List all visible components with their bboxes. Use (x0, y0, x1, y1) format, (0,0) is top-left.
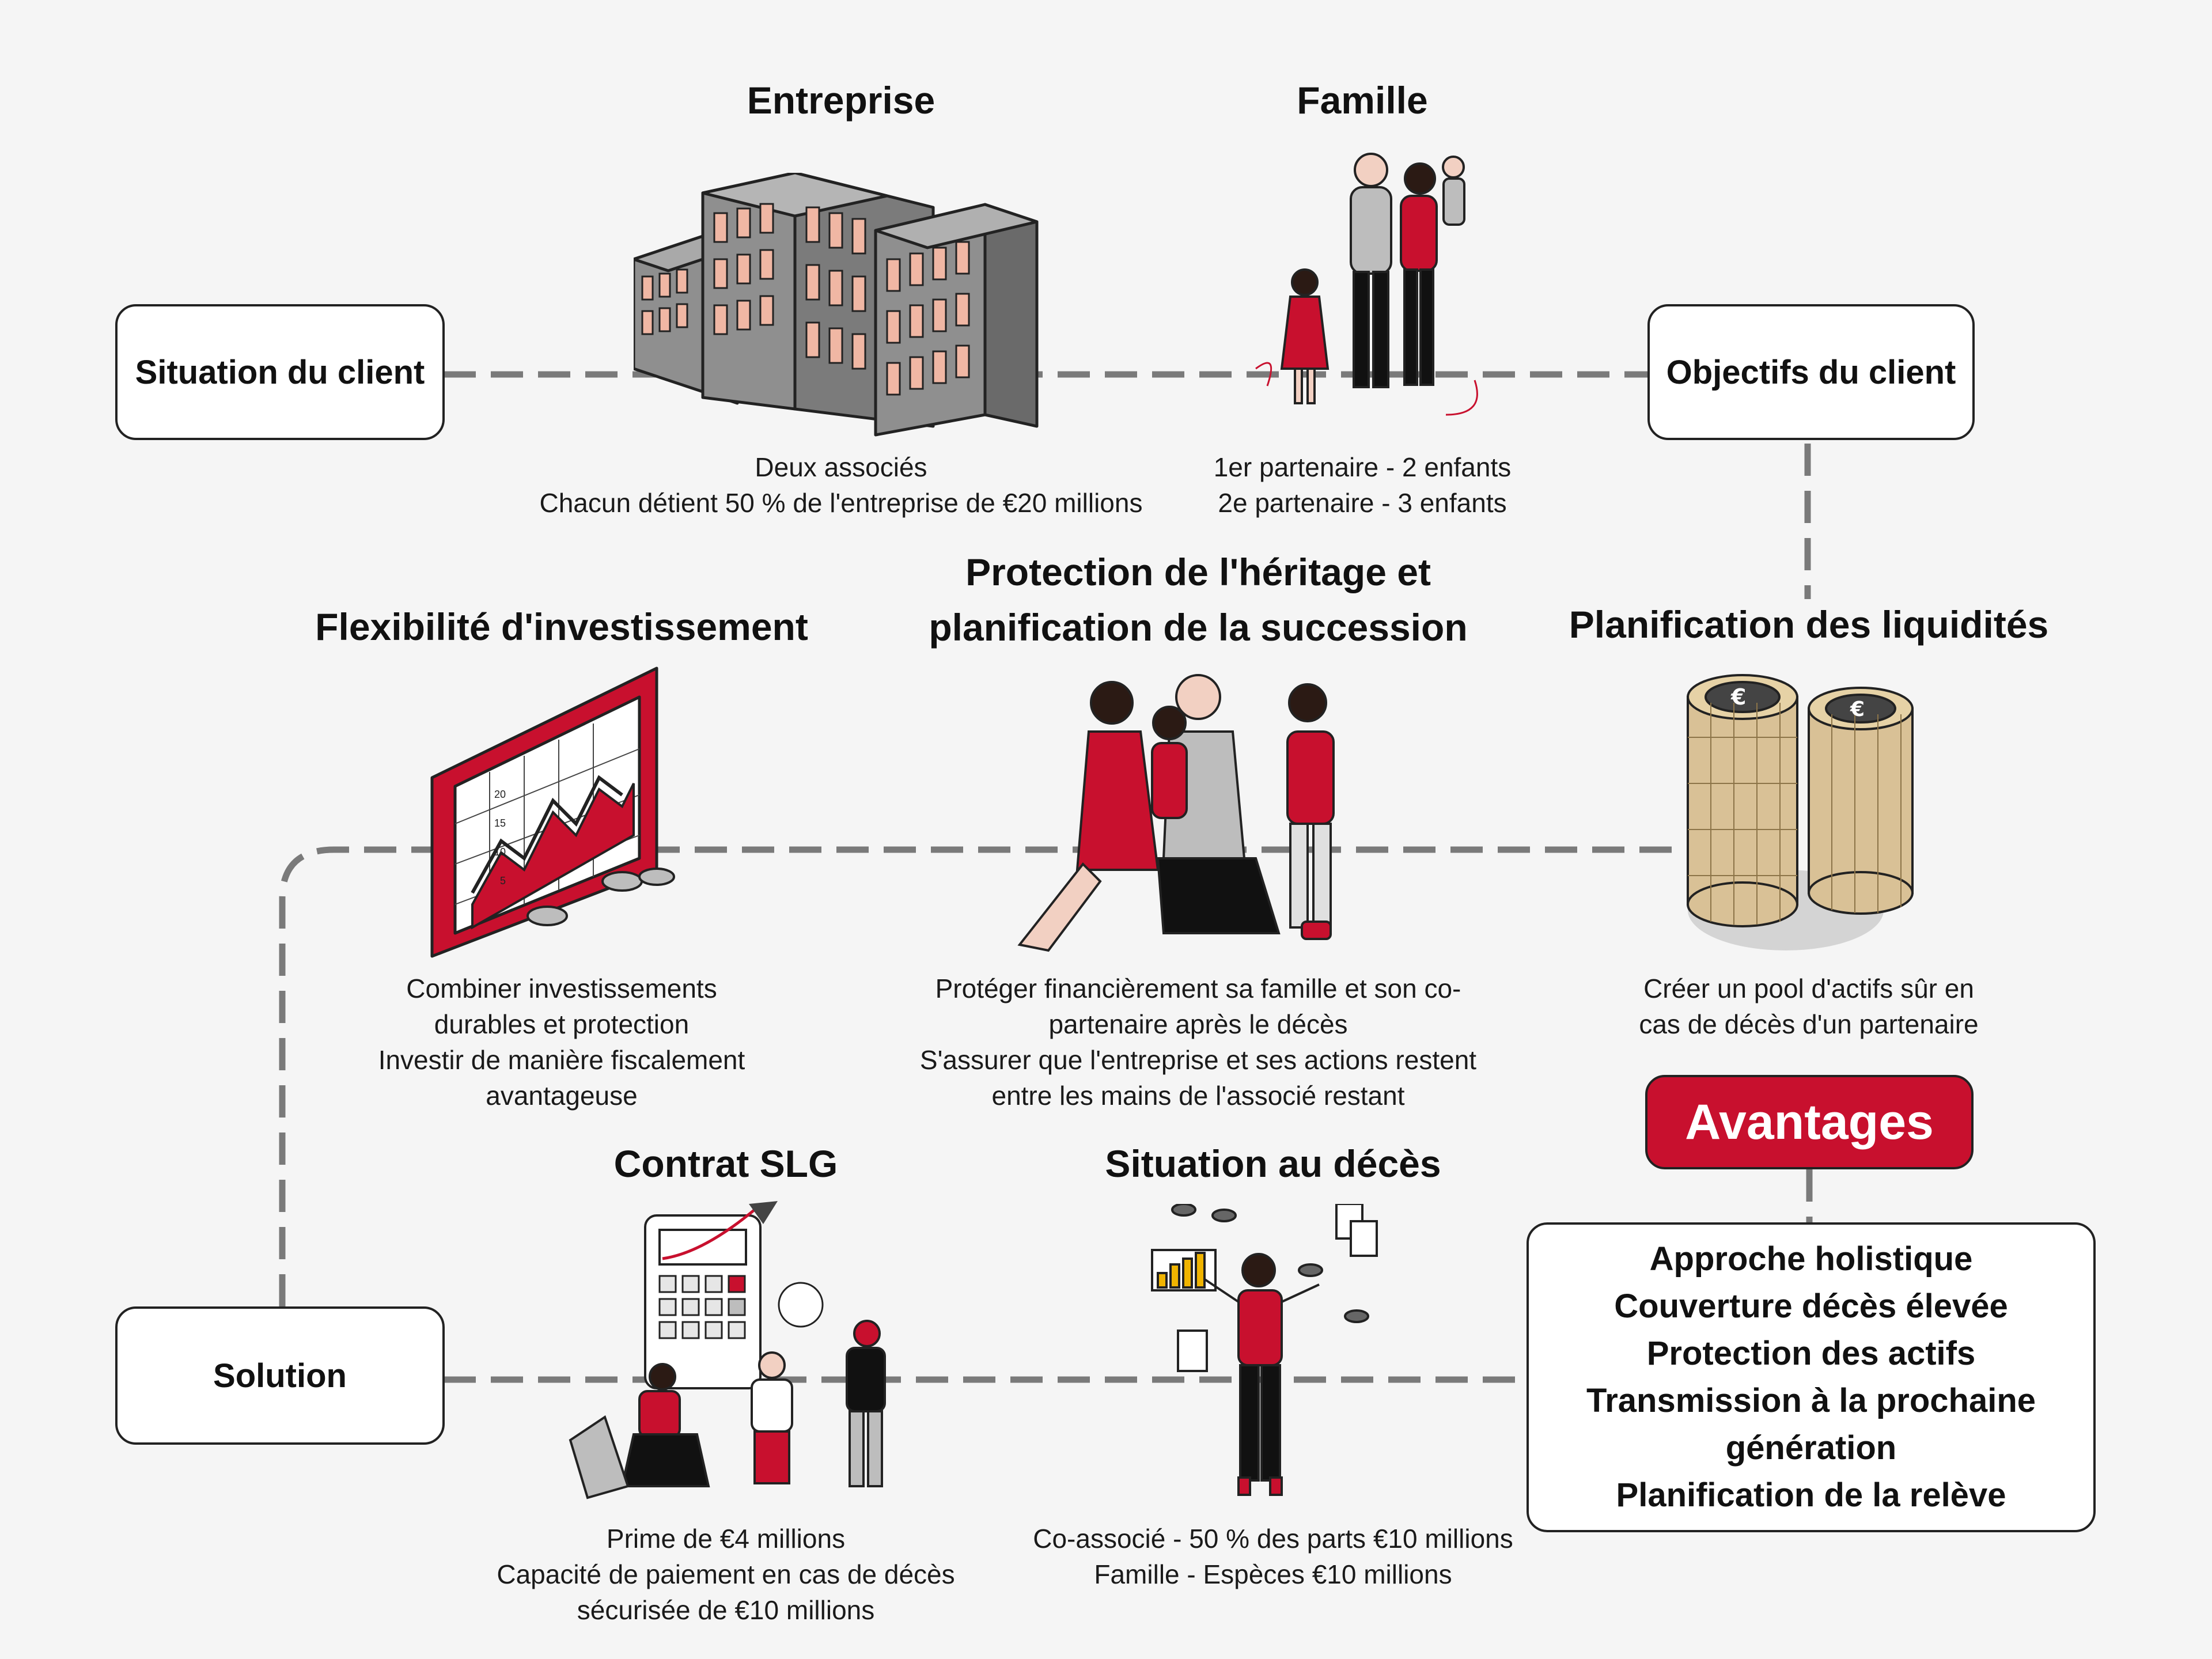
chart-tick-5: 5 (500, 875, 506, 887)
protection-caption: Protéger financièrement sa famille et so… (864, 971, 1532, 1113)
contrat-line-2: Capacité de paiement en cas de décès (497, 1559, 955, 1589)
svg-text:€: € (1850, 698, 1865, 721)
chart-tick-15: 15 (494, 817, 506, 829)
flexibilite-caption: Combiner investissements durables et pro… (323, 971, 801, 1113)
avantage-item-3: Protection des actifs (1646, 1335, 1976, 1372)
deces-caption: Co-associé - 50 % des parts €10 millions… (1002, 1521, 1544, 1592)
office-building-icon (634, 173, 1039, 437)
team-calculator-icon (569, 1201, 886, 1499)
avantage-item-1: Approche holistique (1649, 1240, 1973, 1278)
contrat-title: Contrat SLG (613, 1142, 838, 1185)
juggling-businessman-icon (1151, 1204, 1378, 1496)
famille-title: Famille (1297, 79, 1428, 122)
famille-line-1: 1er partenaire - 2 enfants (1213, 452, 1512, 482)
avantage-item-4: Transmission à la prochaine (1586, 1382, 2036, 1419)
deces-line-1: Co-associé - 50 % des parts €10 millions (1033, 1524, 1513, 1554)
protection-line-3: S'assurer que l'entreprise et ses action… (919, 1045, 1477, 1075)
deces-line-2: Famille - Espèces €10 millions (1094, 1559, 1452, 1589)
entreprise-title: Entreprise (747, 79, 935, 122)
avantage-item-2: Couverture décès élevée (1614, 1287, 2008, 1325)
chart-tick-10: 10 (494, 846, 506, 858)
avantage-item-6: Planification de la relève (1616, 1476, 2006, 1514)
liquidites-title: Planification des liquidités (1569, 603, 2049, 646)
svg-text:€: € (1730, 684, 1746, 710)
famille-caption: 1er partenaire - 2 enfants 2e partenaire… (1175, 449, 1550, 521)
objectifs-client-label: Objectifs du client (1666, 353, 1956, 391)
solution-label: Solution (213, 1357, 347, 1395)
entreprise-line-1: Deux associés (755, 452, 927, 482)
liquidites-caption: Créer un pool d'actifs sûr en cas de déc… (1601, 971, 2016, 1042)
solution-node: Solution (115, 1306, 445, 1445)
protection-line-4: entre les mains de l'associé restant (991, 1081, 1405, 1111)
avantages-title: Avantages (1645, 1075, 1974, 1169)
entreprise-caption: Deux associés Chacun détient 50 % de l'e… (495, 449, 1187, 521)
family-icon (1255, 153, 1478, 416)
flexibilite-line-3: Investir de manière fiscalement (378, 1045, 745, 1075)
protection-title-line-1: Protection de l'héritage et (965, 551, 1431, 593)
flexibilite-line-4: avantageuse (486, 1081, 638, 1111)
protection-title: Protection de l'héritage et planificatio… (864, 544, 1532, 655)
protection-line-1: Protéger financièrement sa famille et so… (935, 974, 1461, 1003)
flexibilite-line-2: durables et protection (434, 1009, 690, 1039)
avantages-title-label: Avantages (1685, 1094, 1934, 1150)
family-hug-icon (1017, 674, 1335, 952)
contrat-caption: Prime de €4 millions Capacité de paiemen… (472, 1521, 979, 1628)
situation-client-label: Situation du client (135, 353, 425, 391)
euro-coins-icon: € € (1687, 674, 1914, 950)
liquidites-line-1: Créer un pool d'actifs sûr en (1643, 974, 1974, 1003)
chart-tick-20: 20 (494, 789, 506, 800)
entreprise-line-2: Chacun détient 50 % de l'entreprise de €… (539, 488, 1143, 518)
deces-title: Situation au décès (1105, 1142, 1441, 1185)
connector-middle (279, 846, 1688, 1306)
protection-title-line-2: planification de la succession (929, 606, 1468, 649)
protection-line-2: partenaire après le décès (1048, 1009, 1348, 1039)
contrat-line-3: sécurisée de €10 millions (577, 1595, 875, 1625)
objectifs-client-node: Objectifs du client (1647, 304, 1975, 440)
situation-client-node: Situation du client (115, 304, 445, 440)
flexibilite-title: Flexibilité d'investissement (315, 605, 808, 648)
flexibilite-line-1: Combiner investissements (406, 974, 717, 1003)
famille-line-2: 2e partenaire - 3 enfants (1218, 488, 1507, 518)
avantage-item-5: génération (1725, 1429, 1897, 1467)
liquidites-line-2: cas de décès d'un partenaire (1639, 1009, 1979, 1039)
avantages-list: Approche holistique Couverture décès éle… (1527, 1222, 2096, 1532)
contrat-line-1: Prime de €4 millions (606, 1524, 846, 1554)
stock-chart-monitor-icon: 20 15 10 5 (430, 666, 675, 958)
